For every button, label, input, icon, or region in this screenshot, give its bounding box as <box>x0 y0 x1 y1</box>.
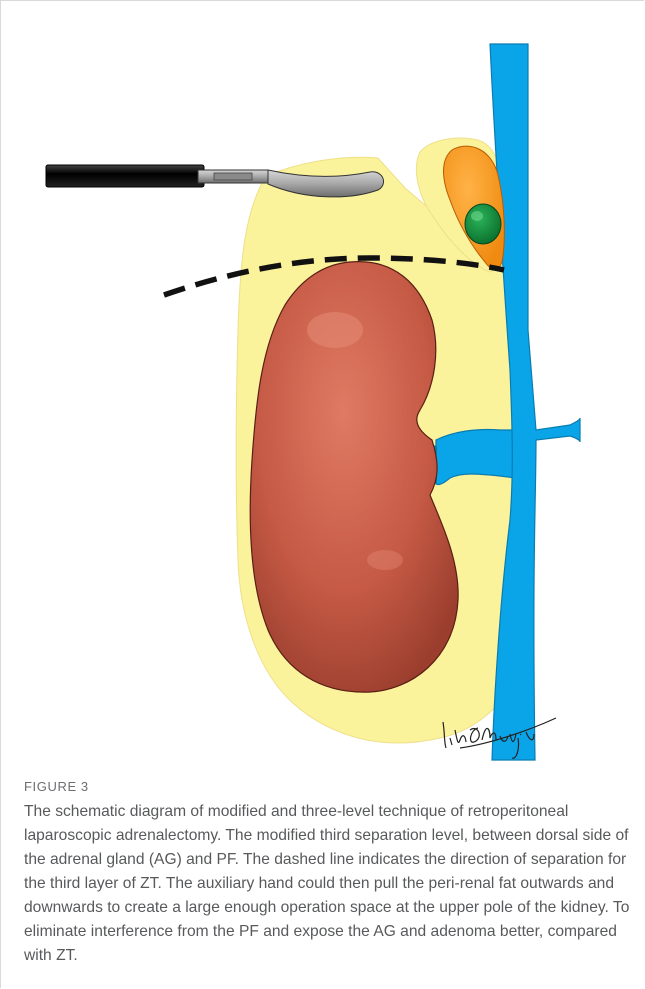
adenoma-highlight <box>471 211 483 221</box>
adenoma <box>465 204 501 244</box>
figure-illustration <box>0 0 645 770</box>
figure-label: FIGURE 3 <box>24 779 630 794</box>
kidney-highlight <box>307 312 363 348</box>
figure-caption-block: FIGURE 3 The schematic diagram of modifi… <box>24 779 630 968</box>
figure-caption: The schematic diagram of modified and th… <box>24 800 630 968</box>
kidney-highlight-2 <box>367 550 403 570</box>
